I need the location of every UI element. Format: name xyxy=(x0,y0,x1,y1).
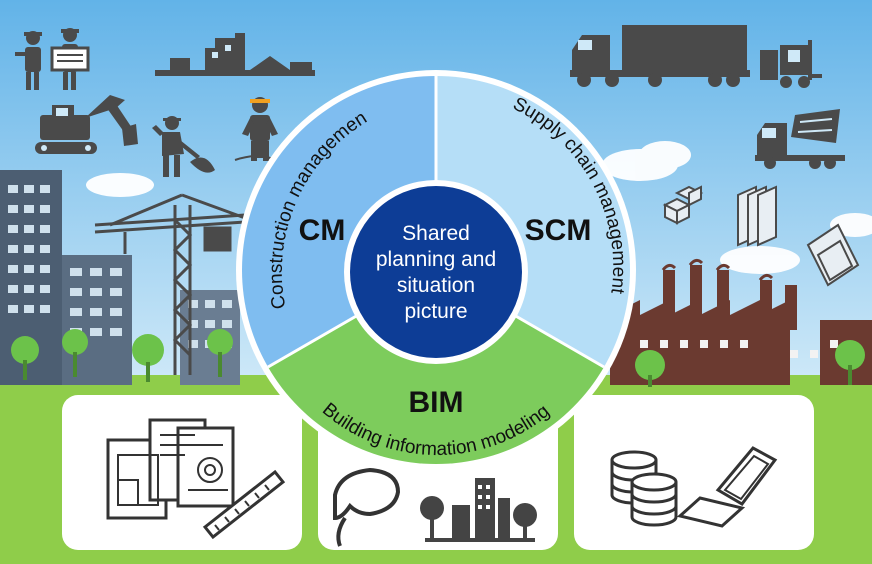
supply-chain-icons xyxy=(570,25,860,287)
center-line-3: situation xyxy=(397,274,475,297)
center-disc xyxy=(350,186,522,358)
center-line-1: Shared xyxy=(402,222,470,245)
forklift-icon xyxy=(760,40,822,88)
blueprint-documents-icon xyxy=(106,418,235,520)
skyline-model-icon xyxy=(420,478,537,542)
segment-abbr-cm: CM xyxy=(299,214,346,247)
jackhammer-worker-icon xyxy=(234,97,278,161)
trees-left xyxy=(11,329,233,382)
segment-abbr-scm: SCM xyxy=(525,214,592,247)
boxes-icon xyxy=(662,185,704,225)
excavator-icon xyxy=(35,95,138,154)
panel-data xyxy=(574,395,814,550)
center-line-4: picture xyxy=(404,300,467,323)
ruler-icon xyxy=(202,469,286,540)
center-line-2: planning and xyxy=(376,248,496,271)
trees-right xyxy=(635,340,865,387)
demolished-building-icon xyxy=(155,33,315,76)
concrete-mixer-icon xyxy=(755,109,845,169)
glass-panels-icon xyxy=(737,185,860,287)
segment-abbr-bim: BIM xyxy=(409,386,464,419)
tower-crane-icon xyxy=(94,193,246,375)
construction-site-icons xyxy=(15,28,315,177)
worker-shovel-icon xyxy=(152,116,215,177)
engineers-icon xyxy=(15,28,90,90)
vr-headset-icon xyxy=(333,467,401,547)
laptop-icon xyxy=(676,446,778,528)
segment-bim xyxy=(268,270,604,464)
truck-icon xyxy=(570,25,750,87)
database-icon xyxy=(610,450,678,527)
